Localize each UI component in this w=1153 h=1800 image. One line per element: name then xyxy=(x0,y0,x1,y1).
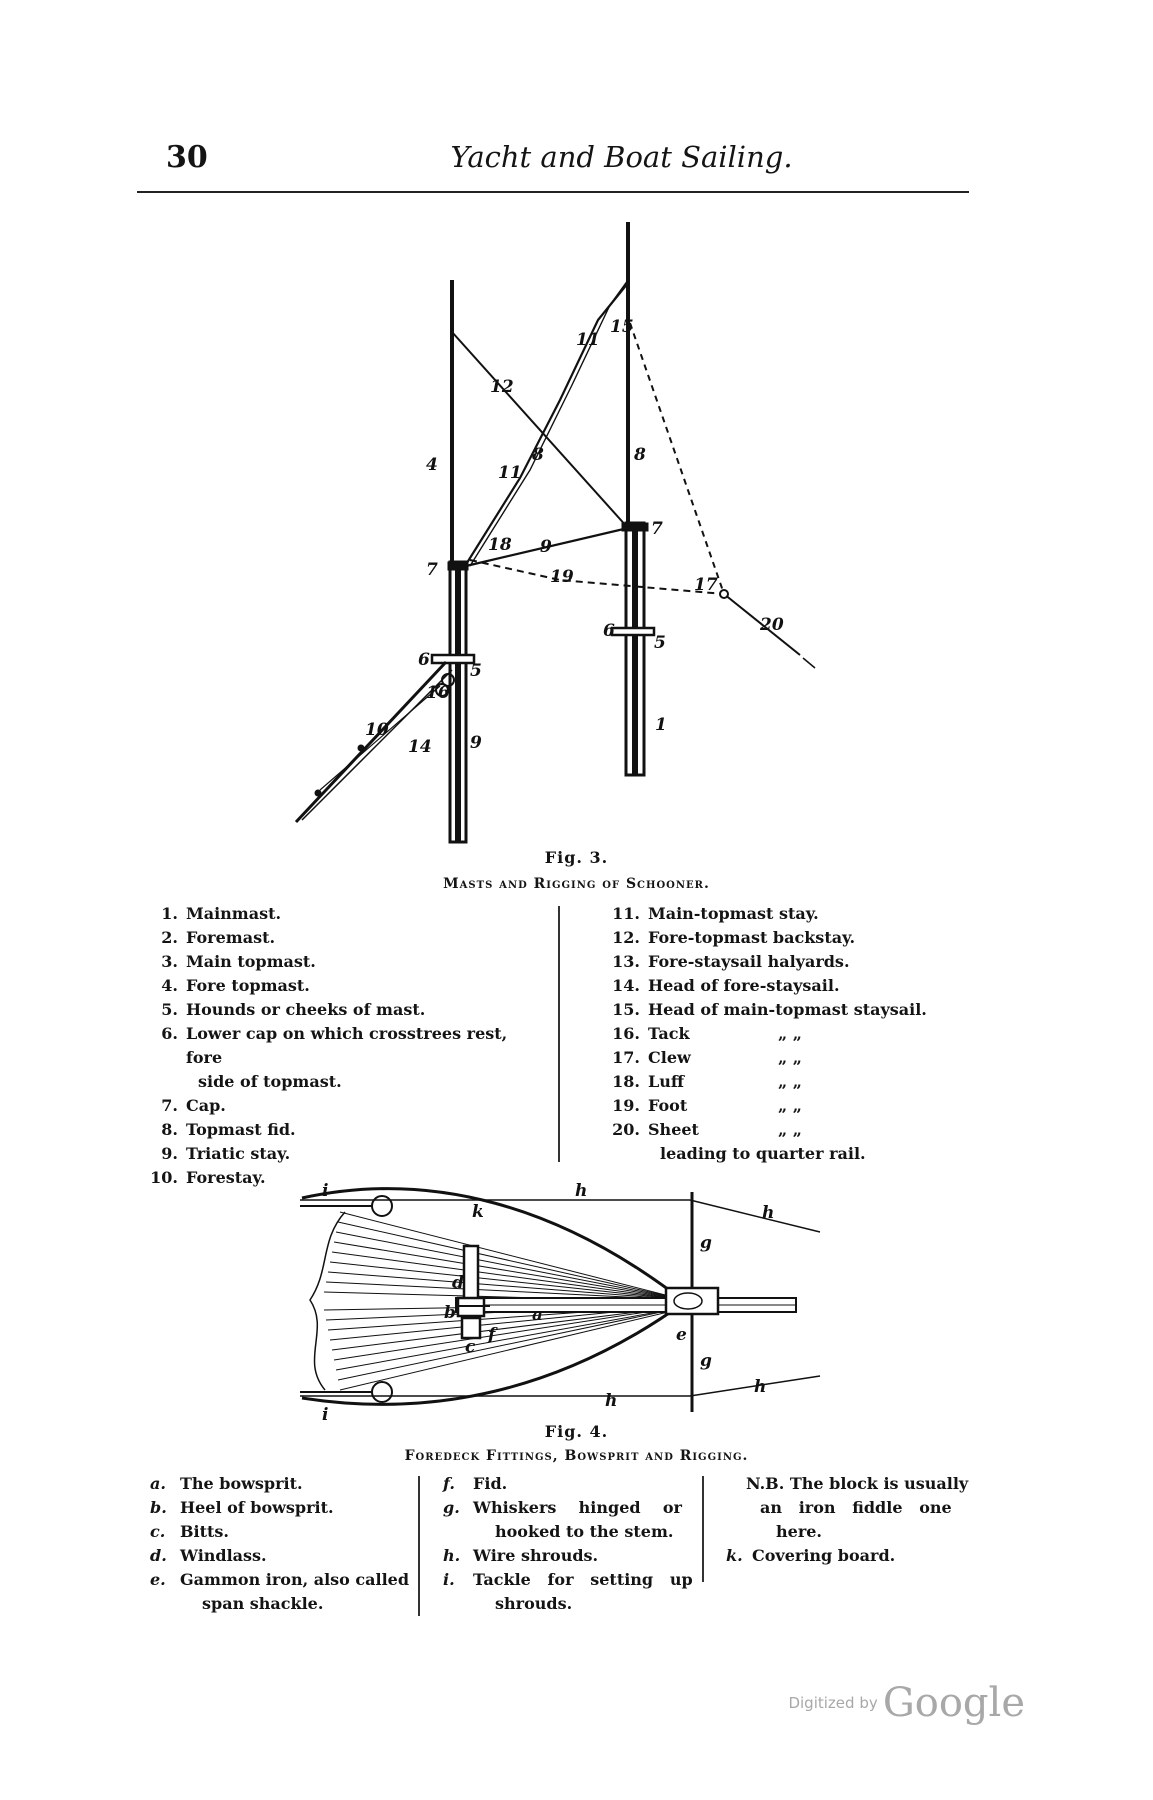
legend-item: 7.Cap. xyxy=(161,1096,226,1115)
legend-item: 13.Fore-staysail halyards. xyxy=(612,952,850,971)
legend-item: a.The bowsprit. xyxy=(150,1474,303,1493)
legend-item: h.Wire shrouds. xyxy=(443,1546,599,1565)
legend-item: span shackle. xyxy=(202,1594,324,1613)
legend-item: e.Gammon iron, also called xyxy=(150,1570,410,1589)
svg-text:g: g xyxy=(700,1351,712,1371)
legend-item: hooked to the stem. xyxy=(495,1522,674,1541)
legend-item: 5.Hounds or cheeks of mast. xyxy=(161,1000,426,1019)
svg-text:k: k xyxy=(472,1202,484,1222)
legend-item: N.B. The block is usually xyxy=(746,1474,969,1493)
svg-text:a: a xyxy=(532,1305,543,1325)
svg-text:19: 19 xyxy=(550,567,574,587)
legend-item: f.Fid. xyxy=(443,1474,508,1493)
legend-item: d.Windlass. xyxy=(150,1546,267,1565)
svg-text:i: i xyxy=(322,1405,328,1422)
svg-text:9: 9 xyxy=(540,537,552,557)
svg-text:10: 10 xyxy=(365,720,389,740)
page-number: 30 xyxy=(166,140,208,175)
legend-item: 9.Triatic stay. xyxy=(161,1144,291,1163)
svg-text:4: 4 xyxy=(426,455,438,475)
legend-item: 10.Forestay. xyxy=(150,1168,266,1187)
legend-item: 14.Head of fore-staysail. xyxy=(612,976,840,995)
svg-text:e: e xyxy=(676,1325,687,1345)
svg-text:f: f xyxy=(487,1325,498,1345)
svg-text:7: 7 xyxy=(651,519,663,539)
legend-item: 16.Tack„ „ xyxy=(612,1024,802,1043)
digitized-by-google-watermark: Digitized by Google xyxy=(788,1680,1025,1726)
legend-item: 8.Topmast fid. xyxy=(161,1120,296,1139)
svg-text:h: h xyxy=(754,1377,766,1397)
svg-text:c: c xyxy=(465,1337,476,1357)
svg-text:h: h xyxy=(605,1391,617,1411)
svg-text:i: i xyxy=(322,1181,328,1201)
svg-text:6: 6 xyxy=(603,621,615,641)
svg-text:18: 18 xyxy=(488,535,512,555)
svg-text:d: d xyxy=(452,1273,464,1293)
legend-item: side of topmast. xyxy=(198,1072,342,1091)
svg-text:h: h xyxy=(762,1203,774,1223)
legend-item: 19.Foot„ „ xyxy=(612,1096,802,1115)
legend-item: 6.Lower cap on which crosstrees rest, fo… xyxy=(161,1024,508,1067)
legend-item: k.Covering board. xyxy=(726,1546,896,1565)
schooner-rigging-diagram: 4 8 7 7 6 5 6 5 1 9 9 8 12 11 11 15 18 1… xyxy=(294,222,816,844)
fig4-legend-divider-2 xyxy=(702,1476,704,1582)
svg-text:11: 11 xyxy=(576,330,600,350)
svg-text:h: h xyxy=(575,1181,587,1201)
svg-text:15: 15 xyxy=(610,317,634,337)
fig4-legend-col1: a.The bowsprit. b.Heel of bowsprit. c.Bi… xyxy=(150,1472,412,1616)
fig3-label: Fig. 3. xyxy=(544,848,609,867)
svg-text:8: 8 xyxy=(633,445,646,465)
legend-item: 4.Fore topmast. xyxy=(161,976,310,995)
svg-text:5: 5 xyxy=(470,661,482,681)
fig4-caption: Foredeck Fittings, Bowsprit and Rigging. xyxy=(404,1448,749,1464)
bowsprit-diagram: i i h h h h k g g d b a c e f xyxy=(300,1181,821,1422)
fig3-caption: Masts and Rigging of Schooner. xyxy=(443,876,710,892)
svg-text:12: 12 xyxy=(490,377,514,397)
legend-item: 2.Foremast. xyxy=(161,928,276,947)
svg-text:9: 9 xyxy=(470,733,482,753)
legend-item: 12.Fore-topmast backstay. xyxy=(612,928,856,947)
legend-item: 18.Luff„ „ xyxy=(612,1072,802,1091)
fig4-legend-col2: f.Fid. g.Whiskers hinged or hooked to th… xyxy=(443,1472,693,1616)
svg-text:7: 7 xyxy=(426,560,438,580)
legend-item: 3.Main topmast. xyxy=(161,952,316,971)
svg-text:16: 16 xyxy=(426,683,450,703)
fig3-legend-left: 1.Mainmast. 2.Foremast. 3.Main topmast. … xyxy=(142,902,547,1190)
fig3-legend-divider xyxy=(558,906,560,1162)
legend-item: b.Heel of bowsprit. xyxy=(150,1498,334,1517)
svg-text:17: 17 xyxy=(694,575,718,595)
svg-text:1: 1 xyxy=(655,715,667,735)
legend-item: leading to quarter rail. xyxy=(660,1144,866,1163)
svg-text:b: b xyxy=(444,1303,456,1323)
legend-item: i.Tackle for setting up xyxy=(443,1570,693,1589)
legend-item: 20.Sheet„ „ xyxy=(612,1120,802,1139)
header-rule xyxy=(137,191,969,193)
legend-item: an iron fiddle one xyxy=(760,1498,952,1517)
legend-item: 1.Mainmast. xyxy=(161,904,282,923)
legend-item: here. xyxy=(776,1522,822,1541)
svg-text:g: g xyxy=(700,1233,712,1253)
legend-item: g.Whiskers hinged or xyxy=(443,1498,682,1517)
svg-text:6: 6 xyxy=(418,650,430,670)
svg-text:14: 14 xyxy=(408,737,432,757)
fig3-legend-right: 11.Main-topmast stay. 12.Fore-topmast ba… xyxy=(604,902,934,1166)
fig4-legend-divider-1 xyxy=(418,1476,420,1616)
svg-text:5: 5 xyxy=(654,633,666,653)
legend-item: shrouds. xyxy=(495,1594,573,1613)
svg-text:8: 8 xyxy=(531,445,544,465)
legend-item: 11.Main-topmast stay. xyxy=(612,904,819,923)
svg-text:20: 20 xyxy=(759,615,784,635)
running-title: Yacht and Boat Sailing. xyxy=(450,140,793,174)
legend-item: 15.Head of main-topmast staysail. xyxy=(612,1000,927,1019)
fig4-legend-col3: N.B. The block is usually an iron fiddle… xyxy=(722,1472,972,1568)
fig4-label: Fig. 4. xyxy=(544,1422,609,1441)
legend-item: 17.Clew„ „ xyxy=(612,1048,802,1067)
svg-text:11: 11 xyxy=(498,463,522,483)
legend-item: c.Bitts. xyxy=(150,1522,229,1541)
